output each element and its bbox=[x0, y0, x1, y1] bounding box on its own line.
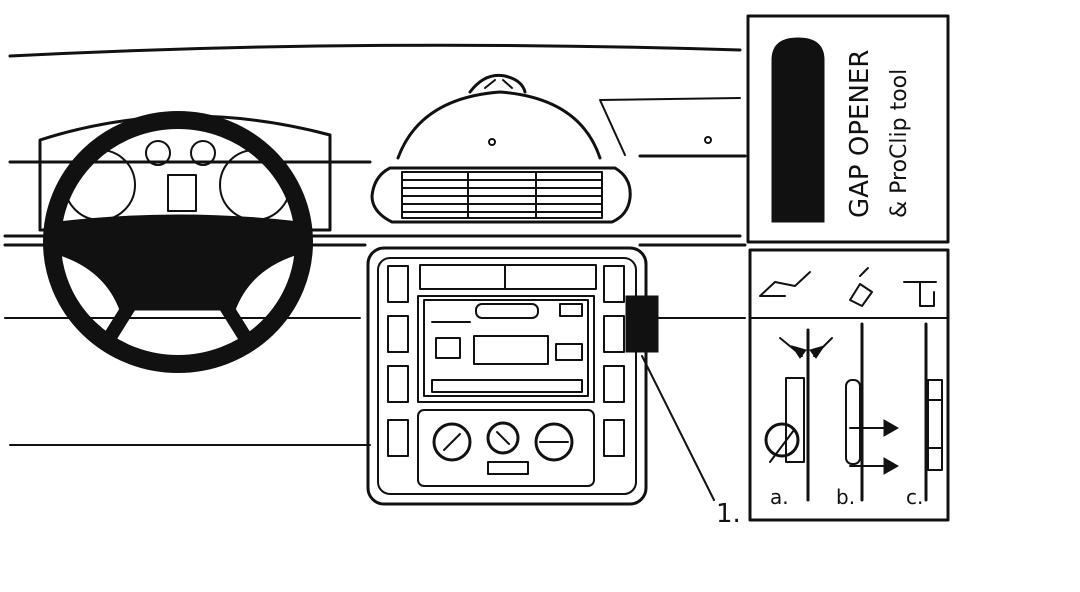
step-a-label: a. bbox=[770, 485, 789, 509]
radio-unit bbox=[417, 295, 595, 403]
step-c-label: c. bbox=[906, 485, 923, 509]
vent-slats bbox=[401, 171, 603, 219]
mount-clip bbox=[625, 295, 659, 353]
step-b-illustration bbox=[845, 322, 900, 502]
center-console bbox=[366, 246, 715, 506]
callout-number: 1. bbox=[716, 499, 741, 529]
center-vent bbox=[370, 73, 712, 224]
step-c-illustration bbox=[924, 322, 943, 502]
callout-leader bbox=[641, 355, 715, 501]
gap-opener-subtitle: & ProClip tool bbox=[887, 69, 912, 218]
step-b-label: b. bbox=[836, 485, 855, 509]
gap-opener-box: GAP OPENER & ProClip tool bbox=[746, 14, 950, 244]
step-icons bbox=[759, 267, 937, 307]
steps-box: a. b. c. bbox=[748, 248, 950, 522]
gap-opener-title: GAP OPENER bbox=[845, 50, 875, 218]
climate-controls bbox=[417, 409, 595, 487]
step-a-illustration bbox=[764, 328, 833, 502]
gap-opener-tool bbox=[771, 37, 825, 223]
steering-wheel bbox=[43, 111, 313, 373]
console-side-buttons bbox=[387, 265, 625, 457]
